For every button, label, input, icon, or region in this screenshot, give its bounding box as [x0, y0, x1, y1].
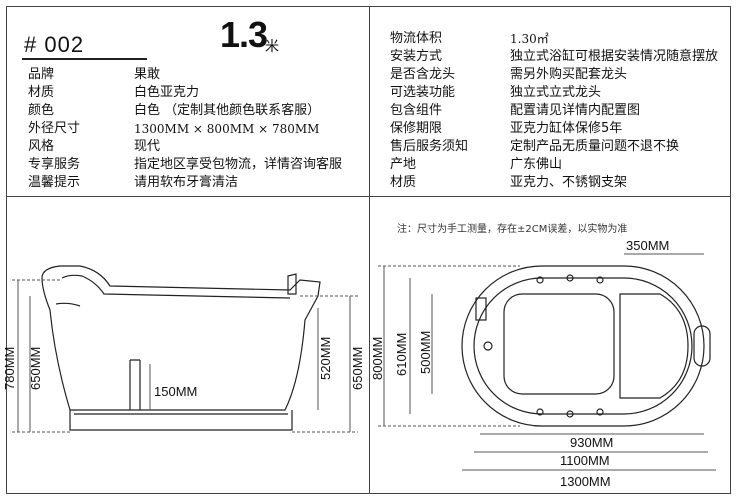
spec-value: 1.30㎡ [510, 32, 549, 46]
horizontal-divider [6, 196, 731, 197]
dim-label-930: 930MM [570, 435, 613, 450]
spec-value: 1300MM × 800MM × 780MM [134, 122, 320, 136]
spec-value: 指定地区享受包物流，详情咨询客服 [134, 157, 343, 172]
spec-value: 需另外购买配套龙头 [510, 67, 628, 82]
spec-label: 保修期限 [390, 121, 443, 136]
spec-label: 可选装功能 [390, 85, 456, 100]
spec-value: 白色 （定制其他颜色联系客服） [134, 103, 321, 118]
spec-value: 现代 [134, 139, 161, 154]
top-view-drawing: 800MM 610MM 500MM 350MM 930MM 1100MM 130… [370, 238, 716, 489]
drain-knob [483, 341, 493, 351]
tub-outer-outline [461, 265, 705, 427]
tub-seat [619, 293, 689, 399]
spec-value: 亚克力缸体保修5年 [510, 121, 623, 136]
tub-leg [129, 359, 141, 410]
tub-stand [69, 410, 293, 431]
tub-side-outline [41, 265, 321, 411]
headrest [693, 325, 711, 367]
spec-label: 产地 [390, 157, 417, 172]
spec-label: 是否含龙头 [390, 67, 456, 82]
measurement-note: 注：尺寸为手工测量，存在±2CM误差，以实物为准 [397, 224, 628, 235]
dim-label-650-left: 650MM [28, 347, 43, 390]
dim-label-650-right: 650MM [350, 347, 365, 390]
spec-label: 材质 [28, 85, 55, 100]
model-underline [22, 58, 147, 60]
dim-label-350: 350MM [626, 238, 669, 253]
spec-label: 售后服务须知 [390, 139, 469, 154]
size-value: 1.3 [220, 14, 268, 55]
spec-label: 物流体积 [390, 31, 443, 46]
spec-value: 独立式浴缸可根据安装情况随意摆放 [510, 49, 719, 64]
outer-frame [6, 6, 731, 494]
spec-label: 颜色 [28, 103, 55, 118]
spec-value: 广东佛山 [510, 157, 563, 172]
dim-label-150: 150MM [154, 384, 197, 399]
spec-label: 温馨提示 [28, 175, 81, 190]
side-view-drawing: 780MM 650MM 520MM 650MM 150MM [2, 265, 365, 433]
size-unit: 米 [265, 39, 279, 55]
faucet-shape [287, 273, 297, 295]
spec-value: 独立式立式龙头 [510, 85, 602, 100]
tub-basin [503, 293, 615, 395]
spec-value: 亚克力、不锈钢支架 [510, 175, 628, 190]
dim-label-1300: 1300MM [560, 474, 611, 489]
spec-label: 包含组件 [390, 103, 443, 118]
spec-label: 风格 [28, 139, 55, 154]
spec-value: 白色亚克力 [134, 85, 200, 100]
spec-label: 安装方式 [390, 49, 443, 64]
dim-label-500: 500MM [418, 331, 433, 374]
spec-value: 定制产品无质量问题不退不换 [510, 139, 680, 154]
model-number: # 002 [24, 32, 85, 57]
spec-label: 专享服务 [28, 157, 81, 172]
faucet-top [475, 297, 487, 321]
dim-label-780: 780MM [2, 347, 17, 390]
spec-value: 果敢 [134, 67, 161, 82]
dim-label-800: 800MM [370, 337, 385, 380]
spec-label: 外径尺寸 [28, 121, 81, 136]
spec-label: 材质 [390, 175, 417, 190]
dim-label-520: 520MM [318, 337, 333, 380]
tub-inner-rim [473, 277, 693, 415]
spec-label: 品牌 [28, 67, 55, 82]
tub-inner-rim [61, 274, 291, 299]
spec-value: 请用软布牙膏清洁 [134, 175, 239, 190]
vertical-divider-top [369, 6, 370, 196]
spec-value: 配置请见详情内配置图 [510, 103, 641, 118]
dim-label-1100: 1100MM [560, 453, 610, 468]
vertical-divider-bottom [369, 196, 370, 493]
dim-label-610: 610MM [394, 333, 409, 376]
